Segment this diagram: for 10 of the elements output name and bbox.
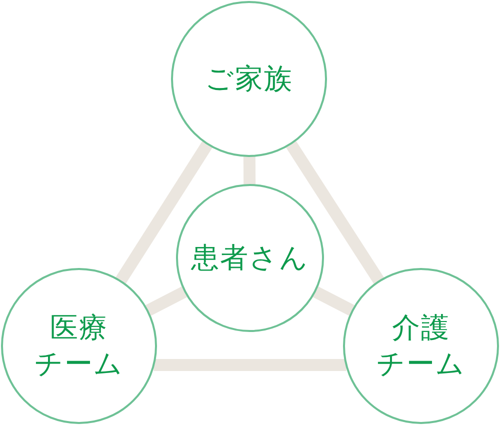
connector-line	[144, 286, 188, 316]
connector-line	[243, 156, 256, 186]
node-label: ご家族	[204, 60, 294, 97]
connector-line	[286, 140, 384, 285]
connector-line	[312, 286, 356, 316]
connector-line	[154, 359, 346, 371]
connector-line	[115, 140, 213, 284]
node-label: 患者さん	[190, 240, 310, 276]
node-label: 介護チーム	[375, 310, 467, 382]
node-label: 医療チーム	[33, 310, 125, 382]
